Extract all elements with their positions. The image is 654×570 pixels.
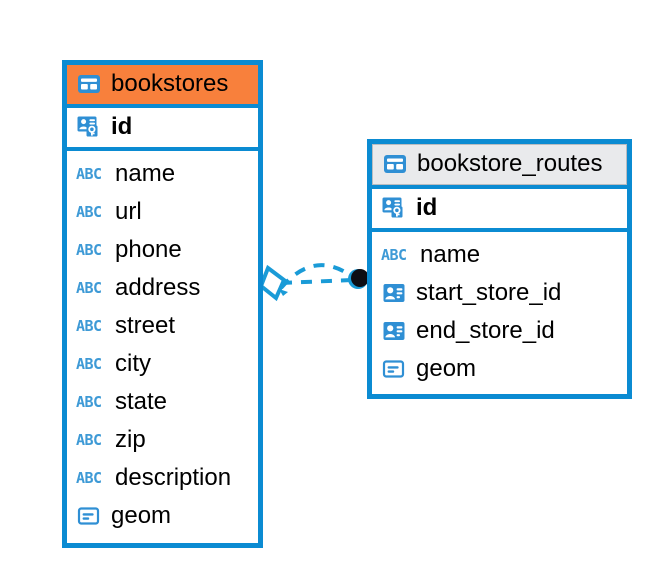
field-row-address[interactable]: ABC address [67,269,258,307]
field-label: phone [115,236,182,263]
entity-primary-key-label-bookstores: id [111,113,133,140]
abc-text-icon: ABC [76,392,102,411]
field-row-name[interactable]: ABC name [67,155,258,193]
diamond-marker [258,264,287,302]
field-row-city[interactable]: ABC city [67,345,258,383]
field-label: address [115,274,201,301]
abc-text-icon: ABC [76,430,102,449]
diamond-marker-tail [279,289,288,296]
entity-primary-key-label-bookstore-routes: id [416,194,438,221]
abc-text-icon: ABC [76,202,102,221]
entity-primary-key-row-bookstores[interactable]: id [67,104,258,151]
entity-header-bookstore-routes[interactable]: bookstore_routes [372,144,627,185]
abc-text-icon: ABC [76,468,102,487]
entity-title-bookstore-routes: bookstore_routes [417,150,603,177]
field-label: geom [416,355,477,382]
field-row-name[interactable]: ABC name [372,236,627,274]
table-icon [382,151,408,177]
entity-field-list-bookstores: ABC name ABC url ABC phone ABC address A… [67,151,258,540]
entity-bookstores[interactable]: bookstores id [62,60,263,548]
field-label: name [115,160,176,187]
field-row-phone[interactable]: ABC phone [67,231,258,269]
geometry-icon [381,356,407,382]
field-row-zip[interactable]: ABC zip [67,421,258,459]
foreign-key-icon [381,280,407,306]
entity-primary-key-row-bookstore-routes[interactable]: id [372,185,627,232]
entity-bookstore-routes[interactable]: bookstore_routes id [367,139,632,399]
field-label: start_store_id [416,279,562,306]
foreign-key-icon [381,318,407,344]
abc-text-icon: ABC [76,316,102,335]
abc-text-icon: ABC [76,164,102,183]
abc-text-icon: ABC [76,278,102,297]
field-label: url [115,198,142,225]
target-marker-ring [348,269,368,289]
entity-field-list-bookstore-routes: ABC name start_store_id [372,232,627,393]
field-label: state [115,388,168,415]
field-label: zip [115,426,146,453]
entity-title-bookstores: bookstores [111,70,229,97]
field-row-geom[interactable]: geom [67,497,258,535]
relationship-line-lower [280,278,353,285]
field-row-end-store-id[interactable]: end_store_id [372,312,627,350]
abc-text-icon: ABC [76,240,102,259]
field-row-geom[interactable]: geom [372,350,627,388]
abc-text-icon: ABC [76,354,102,373]
field-label: end_store_id [416,317,555,344]
field-row-state[interactable]: ABC state [67,383,258,421]
field-row-description[interactable]: ABC description [67,459,258,497]
field-row-url[interactable]: ABC url [67,193,258,231]
table-icon [76,71,102,97]
field-row-street[interactable]: ABC street [67,307,258,345]
field-label: description [115,464,232,491]
field-label: street [115,312,176,339]
abc-text-icon: ABC [381,245,407,264]
field-label: name [420,241,481,268]
primary-key-icon [381,195,407,221]
field-label: city [115,350,151,377]
entity-header-bookstores[interactable]: bookstores [67,65,258,104]
relationship-line-upper [279,263,356,290]
primary-key-icon [76,114,102,140]
field-row-start-store-id[interactable]: start_store_id [372,274,627,312]
field-label: geom [111,502,172,529]
geometry-icon [76,503,102,529]
